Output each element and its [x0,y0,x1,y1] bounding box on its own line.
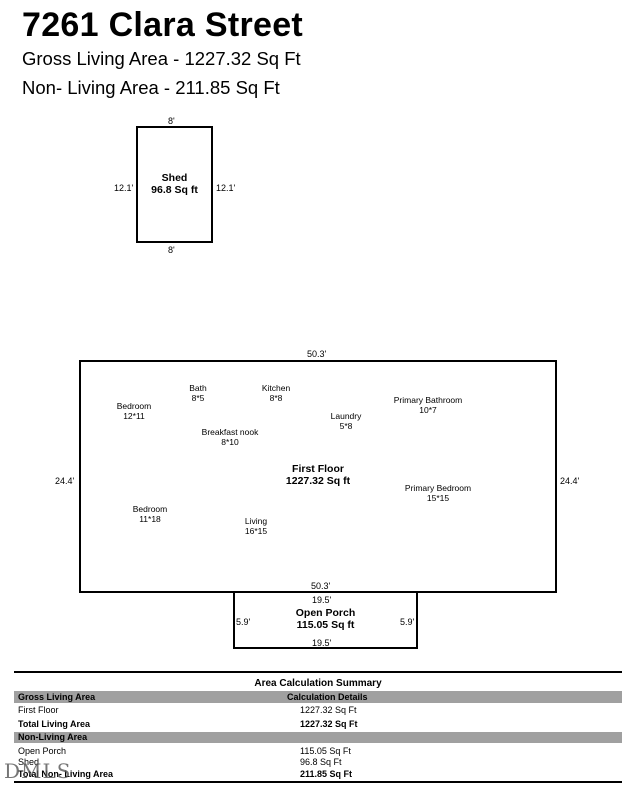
porch-dim-top: 19.5' [312,595,332,605]
total-non-living-label: Total Non- Living Area [18,768,114,779]
room-size: 8*8 [269,392,283,403]
table-row: Total Living Area 1227.32 Sq Ft [14,718,622,730]
first-floor-row-value: 1227.32 Sq Ft [300,705,357,716]
porch-dim-left: 5.9' [236,617,251,627]
gross-living-area-heading: Gross Living Area - 1227.32 Sq Ft [22,48,301,69]
porch-dim-right: 5.9' [400,617,415,627]
porch-area: 115.05 Sq ft [296,618,355,631]
calc-header: Calculation Details [287,691,368,702]
first-floor-area: 1227.32 Sq ft [285,474,351,487]
shed-label: Shed 96.8 Sq ft [136,172,213,196]
room-name: Kitchen [261,383,291,393]
open-porch-row-value: 115.05 Sq Ft [300,745,351,756]
shed-dim-bottom: 8' [168,245,175,255]
room-size: 8*5 [191,392,205,403]
shed-row-value: 96.8 Sq Ft [300,757,342,768]
room-name: Bedroom [116,401,152,411]
summary-title: Area Calculation Summary [14,671,622,691]
table-row: Total Non- Living Area 211.85 Sq Ft [14,768,622,780]
total-living-value: 1227.32 Sq Ft [300,718,358,729]
porch-name: Open Porch [295,607,356,619]
dmls-watermark-logo: DMLS [4,759,72,783]
first-floor-dim-top: 50.3' [307,349,327,359]
room-size: 8*10 [221,436,239,447]
area-calculation-summary: Area Calculation Summary Gross Living Ar… [14,671,622,783]
room-size: 11*18 [139,513,161,524]
open-porch-label: Open Porch 115.05 Sq ft [233,607,418,631]
total-living-label: Total Living Area [18,718,91,729]
room-name: Laundry [330,411,362,421]
shed-area: 96.8 Sq ft [151,183,198,196]
porch-dim-bottom: 19.5' [312,638,332,648]
room-breakfast-nook: Breakfast nook 8*10 [201,427,259,448]
room-bath: Bath 8*5 [189,383,207,404]
room-living: Living 16*15 [244,516,268,537]
shed-dim-top: 8' [168,116,175,126]
table-row: First Floor 1227.32 Sq Ft [14,705,622,717]
room-laundry: Laundry 5*8 [330,411,362,432]
first-floor-dim-left: 24.4' [55,476,75,486]
first-floor-row-label: First Floor [18,705,59,716]
room-primary-bathroom: Primary Bathroom 10*7 [393,395,463,416]
nla-header: Non-Living Area [18,732,88,743]
room-size: 16*15 [244,525,268,536]
shed-row-label: Shed [18,757,40,768]
table-row: Shed 96.8 Sq Ft [14,757,622,769]
non-living-area-heading: Non- Living Area - 211.85 Sq Ft [22,77,280,98]
first-floor-name: First Floor [292,463,344,475]
room-primary-bedroom: Primary Bedroom 15*15 [404,483,472,504]
shed-outline [136,126,213,243]
room-size: 15*15 [426,492,450,503]
room-name: Primary Bedroom [404,483,472,493]
room-name: Breakfast nook [201,427,259,437]
room-name: Living [244,516,268,526]
first-floor-dim-right: 24.4' [560,476,580,486]
first-floor-dim-bottom: 50.3' [311,581,331,591]
room-name: Bath [189,383,207,393]
room-name: Bedroom [132,504,168,514]
open-porch-outline [233,591,418,649]
room-kitchen: Kitchen 8*8 [261,383,291,404]
room-name: Primary Bathroom [393,395,463,405]
table-row: Open Porch 115.05 Sq Ft [14,745,622,757]
shed-name: Shed [161,172,188,184]
room-bedroom-2: Bedroom 11*18 [132,504,168,525]
room-bedroom-1: Bedroom 12*11 [116,401,152,422]
gla-header: Gross Living Area [18,691,96,702]
room-size: 10*7 [419,404,437,415]
non-living-area-header-row: Non-Living Area [14,731,622,743]
shed-dim-right: 12.1' [216,183,236,193]
page-title: 7261 Clara Street [22,6,304,44]
shed-dim-left: 12.1' [114,183,134,193]
total-non-living-value: 211.85 Sq Ft [300,768,353,779]
gross-living-area-header-row: Gross Living Area Calculation Details [14,691,622,703]
first-floor-label: First Floor 1227.32 Sq ft [268,463,368,487]
room-size: 5*8 [339,420,353,431]
room-size: 12*11 [123,410,145,421]
open-porch-row-label: Open Porch [18,745,67,756]
